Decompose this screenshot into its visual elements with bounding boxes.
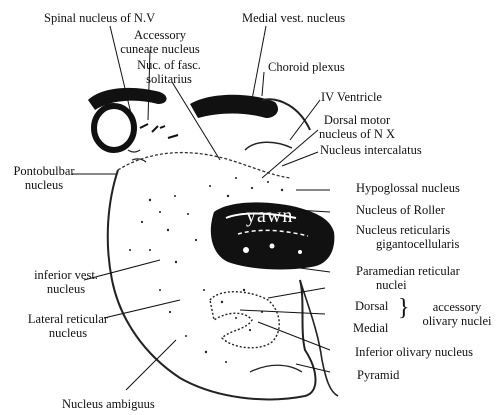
label-pyramid: Pyramid	[357, 368, 399, 382]
pyramid-outline	[250, 365, 302, 372]
label-accessory-cuneate-2: cuneate nucleus	[108, 42, 212, 56]
label-nucleus-intercalatus: Nucleus intercalatus	[320, 143, 422, 157]
label-dorsal-motor-1: Dorsal motor	[310, 113, 404, 127]
label-reticularis-2: gigantocellularis	[376, 237, 459, 251]
midline-edge	[300, 280, 338, 396]
label-nucleus-ambiguus: Nucleus ambiguus	[62, 397, 155, 411]
label-pontobulbar-1: Pontobulbar	[4, 164, 84, 178]
label-accessory-olivary-2: olivary nuclei	[412, 314, 502, 328]
floor-of-ventricle	[118, 153, 290, 178]
label-choroid-plexus: Choroid plexus	[268, 60, 345, 74]
inferior-olive	[210, 292, 279, 348]
label-reticularis-1: Nucleus reticularis	[356, 223, 450, 237]
label-paramedian-2: nuclei	[376, 278, 407, 292]
label-dorsal: Dorsal	[355, 299, 388, 313]
label-accessory-olivary-1: accessory	[412, 300, 502, 314]
watermark-text: yawn	[246, 205, 293, 227]
label-lateral-reticular-2: nucleus	[16, 326, 120, 340]
solitary-tract-marks	[140, 124, 178, 138]
label-iv-ventricle: IV Ventricle	[321, 90, 382, 104]
label-roller: Nucleus of Roller	[356, 203, 445, 217]
label-nuc-fasc-1: Nuc. of fasc.	[122, 58, 216, 72]
choroid-band-mid	[190, 95, 278, 118]
label-inferior-vest-1: inferior vest.	[18, 268, 114, 282]
label-lateral-reticular-1: Lateral reticular	[16, 312, 120, 326]
label-inferior-olivary: Inferior olivary nucleus	[355, 345, 473, 359]
label-medial-vest: Medial vest. nucleus	[242, 11, 345, 25]
brace-accessory-olivary: }	[398, 296, 410, 320]
label-accessory-cuneate-1: Accessory	[108, 28, 212, 42]
label-inferior-vest-2: nucleus	[18, 282, 114, 296]
label-nuc-fasc-2: solitarius	[122, 72, 216, 86]
choroid-loop-left	[94, 106, 134, 150]
ventricle-wall	[245, 142, 292, 150]
label-hypoglossal: Hypoglossal nucleus	[356, 181, 460, 195]
label-dorsal-motor-2: nucleus of N X	[310, 127, 404, 141]
label-pontobulbar-2: nucleus	[4, 178, 84, 192]
label-paramedian-1: Paramedian reticular	[356, 264, 460, 278]
label-medial: Medial	[353, 321, 388, 335]
label-spinal-nucleus: Spinal nucleus of N.V	[44, 11, 155, 25]
